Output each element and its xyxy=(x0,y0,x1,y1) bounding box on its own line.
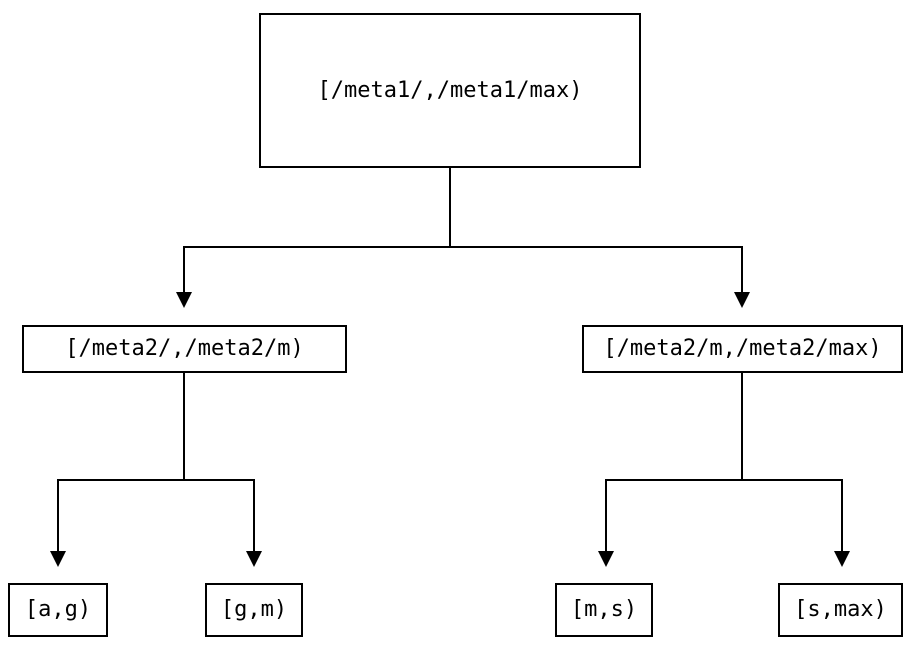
arrowhead-down-icon xyxy=(734,292,750,308)
arrowhead-down-icon xyxy=(598,551,614,567)
node-leaf-ms-label: [m,s) xyxy=(570,597,638,622)
node-right-child: [/meta2/m,/meta2/max) xyxy=(582,325,903,373)
node-leaf-ag-label: [a,g) xyxy=(24,597,92,622)
arrowhead-down-icon xyxy=(50,551,66,567)
arrowhead-down-icon xyxy=(246,551,262,567)
arrowhead-down-icon xyxy=(834,551,850,567)
node-root-label: [/meta1/,/meta1/max) xyxy=(317,77,583,103)
node-leaf-smax-label: [s,max) xyxy=(794,597,887,622)
node-root: [/meta1/,/meta1/max) xyxy=(259,13,641,168)
edge-root-to-children xyxy=(176,168,750,308)
node-leaf-gm: [g,m) xyxy=(205,583,303,637)
arrowhead-down-icon xyxy=(176,292,192,308)
edge-right-child-to-leaves xyxy=(598,373,850,567)
node-left-child-label: [/meta2/,/meta2/m) xyxy=(65,336,304,361)
node-right-child-label: [/meta2/m,/meta2/max) xyxy=(603,336,882,361)
node-leaf-ms: [m,s) xyxy=(555,583,653,637)
edge-left-child-to-leaves xyxy=(50,373,262,567)
node-leaf-smax: [s,max) xyxy=(778,583,903,637)
node-leaf-ag: [a,g) xyxy=(8,583,108,637)
node-leaf-gm-label: [g,m) xyxy=(220,597,288,622)
node-left-child: [/meta2/,/meta2/m) xyxy=(22,325,347,373)
